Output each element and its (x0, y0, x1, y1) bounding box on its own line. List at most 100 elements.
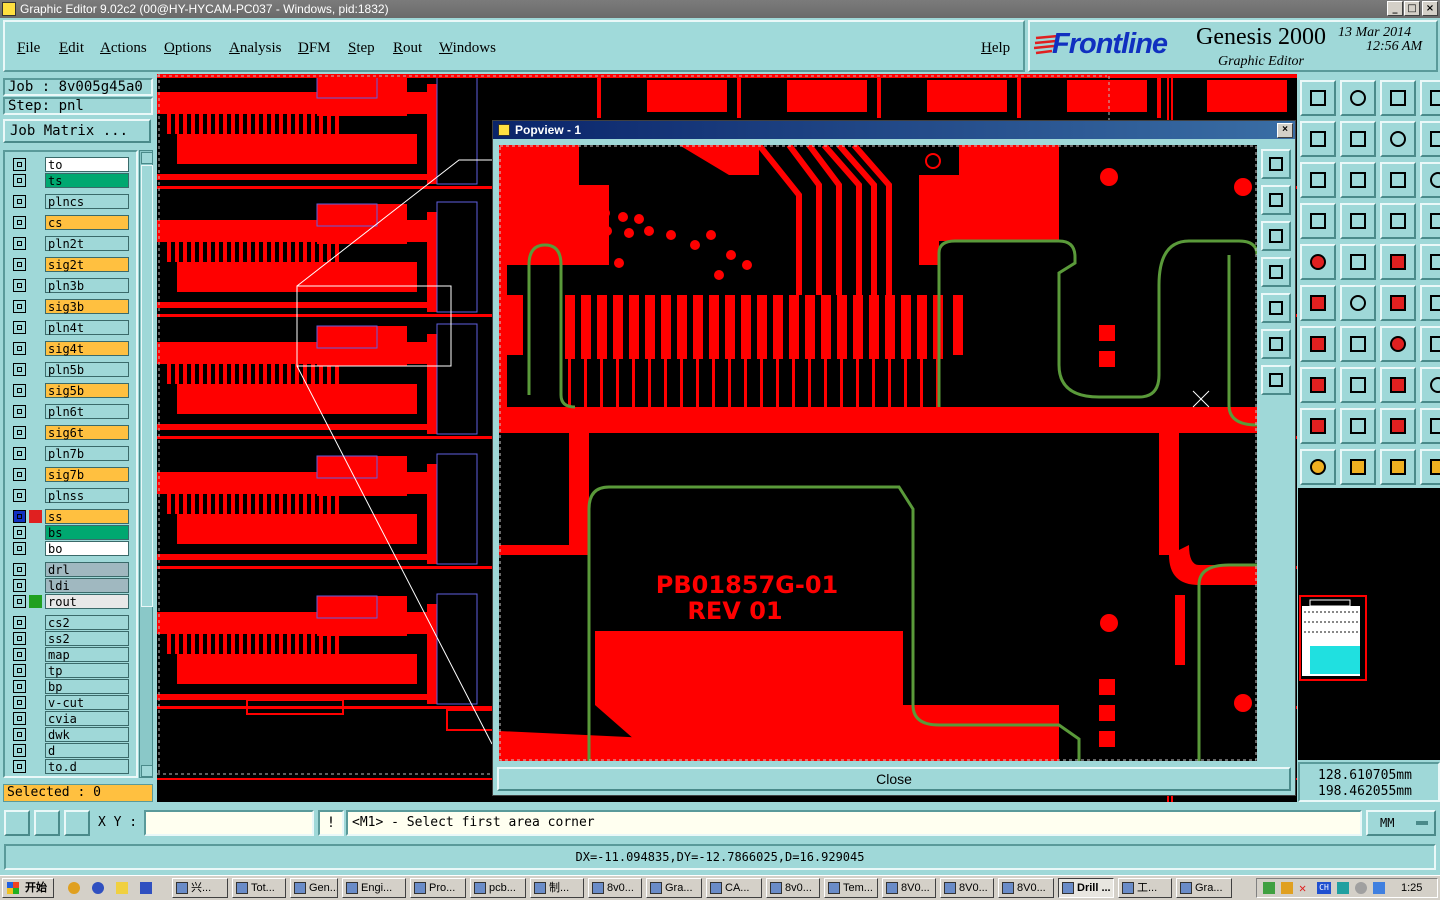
menu-file[interactable]: File (17, 40, 41, 56)
tool-layers-a-icon[interactable] (1300, 203, 1336, 239)
layer-checkbox[interactable] (13, 744, 26, 757)
layer-row-bs[interactable]: bs (11, 525, 129, 540)
tool-arc-add-icon[interactable] (1380, 285, 1416, 321)
layer-checkbox[interactable] (13, 728, 26, 741)
tool-home-view-icon[interactable] (1380, 80, 1416, 116)
layer-checkbox[interactable] (13, 216, 26, 229)
layer-row-to[interactable]: to (11, 157, 129, 172)
popview-close-x-button[interactable]: × (1277, 123, 1293, 138)
taskbar-item[interactable]: pcb... (470, 878, 526, 898)
layer-checkbox[interactable] (13, 300, 26, 313)
layer-row-tp[interactable]: tp (11, 663, 129, 678)
tool-circle-point-icon[interactable] (1300, 367, 1336, 403)
quick-launch-folder-icon[interactable] (116, 882, 128, 894)
layer-checkbox[interactable] (13, 696, 26, 709)
popview-title-bar[interactable]: Popview - 1 × (493, 121, 1295, 139)
menu-step[interactable]: Step (348, 40, 375, 56)
tool-slash-icon[interactable] (1340, 326, 1376, 362)
popview-window[interactable]: Popview - 1 × (492, 120, 1296, 796)
snap-grid-icon[interactable] (64, 810, 90, 836)
taskbar-item[interactable]: 工... (1118, 878, 1172, 898)
layer-checkbox[interactable] (13, 760, 26, 773)
tool-cut-icon[interactable] (1300, 244, 1336, 280)
zoom-home-icon[interactable] (4, 810, 30, 836)
popview-canvas[interactable]: PB01857G-01 REV 01 (499, 145, 1257, 761)
tool-a-edge-icon[interactable] (1420, 408, 1440, 444)
layer-row-dwk[interactable]: dwk (11, 727, 129, 742)
layer-row-pln5b[interactable]: pln5b (11, 362, 129, 377)
taskbar-item[interactable]: 8V0... (998, 878, 1054, 898)
layer-row-sig4t[interactable]: sig4t (11, 341, 129, 356)
layer-checkbox[interactable] (13, 563, 26, 576)
taskbar-item[interactable]: CA... (706, 878, 762, 898)
tray-icon-2[interactable] (1281, 882, 1293, 894)
layer-checkbox[interactable] (13, 447, 26, 460)
tool-pad-icon[interactable] (1420, 244, 1440, 280)
quick-launch-clock-icon[interactable] (68, 882, 80, 894)
tool-select-b-icon[interactable] (1340, 449, 1376, 485)
tool-mirror-icon[interactable] (1380, 121, 1416, 157)
tray-network-icon[interactable] (1373, 882, 1385, 894)
taskbar-item[interactable]: Tem... (824, 878, 878, 898)
layer-row-cvia[interactable]: cvia (11, 711, 129, 726)
layer-row-pln6t[interactable]: pln6t (11, 404, 129, 419)
menu-windows[interactable]: Windows (439, 40, 496, 56)
tray-icon-1[interactable] (1263, 882, 1275, 894)
taskbar-item[interactable]: Gra... (646, 878, 702, 898)
tool-snap-b-icon[interactable] (1420, 203, 1440, 239)
tool-select-d-icon[interactable] (1420, 449, 1440, 485)
tool-import-icon[interactable] (1300, 121, 1336, 157)
layer-checkbox[interactable] (13, 632, 26, 645)
layer-checkbox[interactable] (13, 405, 26, 418)
taskbar-item[interactable]: 8V0... (940, 878, 994, 898)
layer-row-cs[interactable]: cs (11, 215, 129, 230)
layer-checkbox[interactable] (13, 542, 26, 555)
tool-shapes-icon[interactable] (1420, 367, 1440, 403)
layer-checkbox[interactable] (13, 489, 26, 502)
job-matrix-button[interactable]: Job Matrix ... (3, 119, 151, 143)
menu-edit[interactable]: Edit (59, 40, 85, 56)
taskbar-item[interactable]: 8v0... (766, 878, 820, 898)
tool-a-mid-icon[interactable] (1340, 408, 1376, 444)
layer-row-sig6t[interactable]: sig6t (11, 425, 129, 440)
taskbar-item[interactable]: Tot... (232, 878, 286, 898)
layer-row-sig7b[interactable]: sig7b (11, 467, 129, 482)
pv-zoom-fit-icon[interactable] (1261, 149, 1291, 179)
tool-draw-line-icon[interactable] (1340, 244, 1376, 280)
pv-zoom-in-icon[interactable] (1261, 185, 1291, 215)
layer-checkbox[interactable] (13, 648, 26, 661)
pv-pan-right-icon[interactable] (1261, 293, 1291, 323)
layer-row-map[interactable]: map (11, 647, 129, 662)
tool-scale-1-2-icon[interactable] (1380, 162, 1416, 198)
layer-row-bp[interactable]: bp (11, 679, 129, 694)
start-button[interactable]: 开始 (2, 878, 54, 898)
quick-launch-globe-icon[interactable] (92, 882, 104, 894)
scroll-thumb[interactable] (141, 165, 153, 607)
tool-pan-down-icon[interactable] (1340, 80, 1376, 116)
layer-checkbox[interactable] (13, 174, 26, 187)
pv-zoom-extent-icon[interactable] (1261, 329, 1291, 359)
pv-pan-left-icon[interactable] (1261, 257, 1291, 287)
tool-arc-move-icon[interactable] (1420, 285, 1440, 321)
layer-checkbox[interactable] (13, 616, 26, 629)
measure-icon[interactable] (34, 810, 60, 836)
tool-line-red-icon[interactable] (1340, 367, 1376, 403)
layer-row-ss[interactable]: ss (11, 509, 129, 524)
tool-step-repeat-icon[interactable] (1420, 121, 1440, 157)
tool-select-c-icon[interactable] (1380, 449, 1416, 485)
taskbar-item[interactable]: Pro... (410, 878, 466, 898)
layer-row-pln3b[interactable]: pln3b (11, 278, 129, 293)
layer-row-drl[interactable]: drl (11, 562, 129, 577)
layer-row-ldi[interactable]: ldi (11, 578, 129, 593)
layer-checkbox[interactable] (13, 342, 26, 355)
layer-checkbox[interactable] (13, 579, 26, 592)
layer-checkbox[interactable] (13, 258, 26, 271)
layer-row-pln7b[interactable]: pln7b (11, 446, 129, 461)
tool-ruler-icon[interactable] (1380, 244, 1416, 280)
layer-row-d[interactable]: d (11, 743, 129, 758)
menu-options[interactable]: Options (164, 40, 212, 56)
layer-row-v-cut[interactable]: v-cut (11, 695, 129, 710)
scroll-down-arrow-icon[interactable] (141, 765, 153, 777)
layer-checkbox[interactable] (13, 321, 26, 334)
tool-via-icon[interactable] (1300, 285, 1336, 321)
